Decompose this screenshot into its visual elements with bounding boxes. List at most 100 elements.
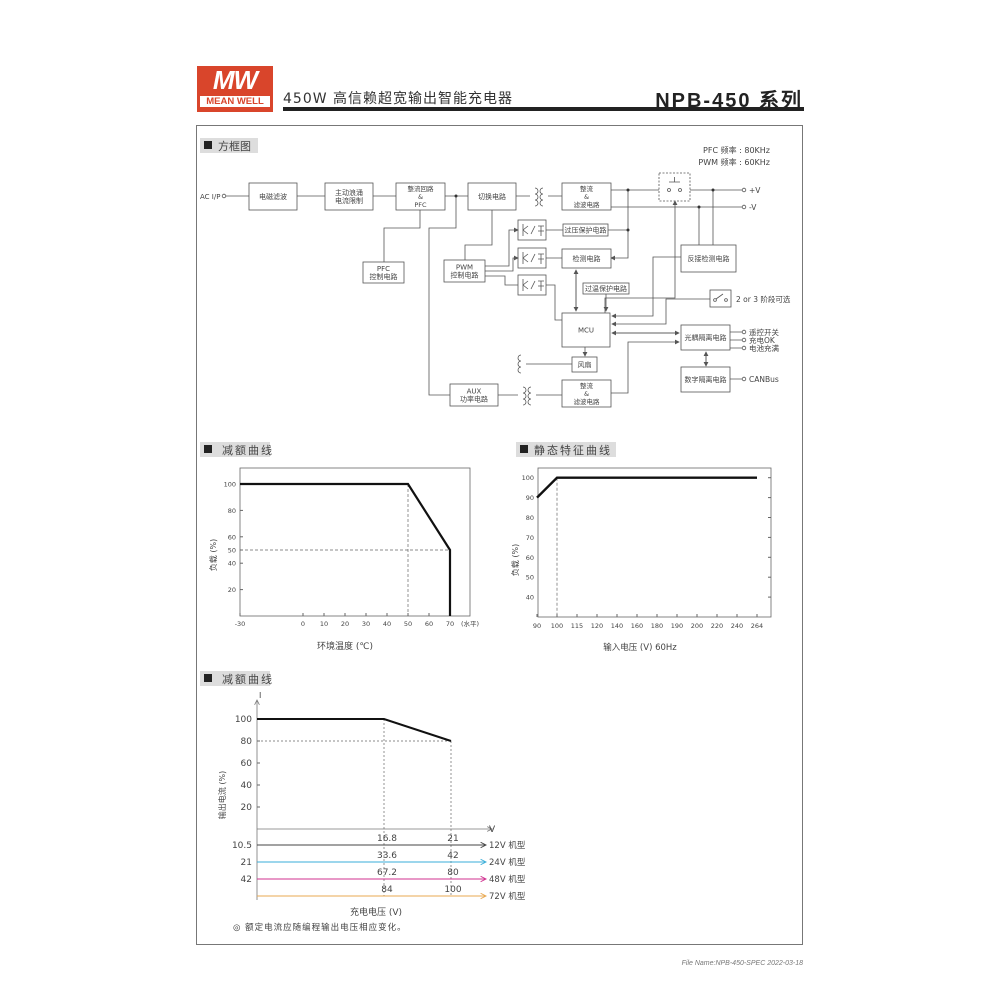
y-tick-label: 100 [224,481,236,489]
footnote: ◎ 额定电流应随编程输出电压相应变化。 [233,922,407,933]
product-subtitle: 450W 高信赖超宽输出智能充电器 [283,91,514,107]
header-divider [283,107,804,111]
svg-text:静态特征曲线: 静态特征曲线 [534,443,612,457]
y-tick-label: 60 [228,533,236,541]
pwm-frequency: PWM 频率 : 60KHz [698,157,770,167]
block-label: 控制电路 [370,272,398,281]
block-label: 控制电路 [451,271,479,280]
block-label: 反接检测电路 [688,254,730,263]
model-end-voltage: 100 [444,885,461,895]
section-header-derating-temp: 减额曲线 [200,442,274,457]
x-tick-label: 50 [404,620,412,628]
ac-input-label: AC I/P [200,193,220,201]
x-tick-label: 264 [751,622,763,630]
model-end-voltage: 80 [447,868,459,878]
y-axis-symbol: I [259,691,261,700]
block-rect-main: 整流&滤波电路 [561,182,612,211]
x-tick-label: 10 [320,620,328,628]
y-tick-label: 80 [526,514,534,522]
y-tick-label: 70 [526,534,534,542]
series-title: NPB-450 系列 [655,90,803,112]
x-tick-label: 120 [591,622,603,630]
x-tick-label: 20 [341,620,349,628]
x-tick-label: 220 [711,622,723,630]
block-label: MCU [578,327,594,335]
block-label: 滤波电路 [574,200,601,209]
model-end-voltage: 21 [447,834,458,844]
block-label: 过压保护电路 [565,226,607,235]
y-tick-label: 80 [228,507,236,515]
block-label: 整流回路 [408,184,435,193]
content-frame [196,125,803,945]
x-tick-label: 180 [651,622,663,630]
block-switching: 切换电路 [467,182,517,211]
x-tick-label: -30 [235,620,246,628]
model-end-voltage: 42 [447,851,458,861]
block-label: 切换电路 [478,192,506,201]
svg-text:减额曲线: 减额曲线 [222,443,274,457]
model-start-voltage: 10.5 [232,841,252,851]
block-label: 滤波电路 [574,397,601,406]
block-label: PFC [377,265,390,273]
x-tick-label: 140 [611,622,623,630]
y-axis-label: 负载 (%) [208,539,218,571]
block-diagram: PFC 频率 : 80KHz PWM 频率 : 60KHz AC I/P [200,145,791,408]
optocoupler-icon [517,274,547,296]
x-tick-label: 240 [731,622,743,630]
x-tick-label: 30 [362,620,370,628]
svg-text:减额曲线: 减额曲线 [222,672,274,686]
plot-area [239,467,471,617]
model-start-voltage: 21 [241,858,252,868]
block-label: 整流 [580,381,594,390]
stage-select-switch-icon [709,289,732,308]
x-axis-label: 环境温度 (℃) [317,640,373,652]
optocoupler-icon [517,247,547,269]
file-name-footer: File Name:NPB-450-SPEC 2022-03-18 [681,960,803,967]
x-axis-unit-note: (水平) [461,619,479,628]
block-label: 电流限制 [335,196,363,205]
block-label: AUX [467,388,482,396]
output-negative: -V [749,203,757,212]
y-axis-label: 输出电流 (%) [217,771,227,819]
block-label: 光耦隔离电路 [685,333,727,342]
section-header-block-diagram: 方框图 [200,138,258,153]
y-tick-label: 40 [241,781,253,791]
x-tick-label: 60 [425,620,433,628]
y-tick-label: 60 [241,759,253,769]
pfc-frequency: PFC 频率 : 80KHz [703,145,770,155]
x-tick-label: 0 [301,620,305,628]
block-label: 电磁滤波 [259,192,287,201]
x-tick-label: 100 [551,622,563,630]
y-tick-label: 90 [526,494,534,502]
y-tick-label: 80 [241,737,253,747]
block-label: 数字隔离电路 [685,375,727,384]
model-label: 24V 机型 [489,857,526,868]
y-axis-label: 负载 (%) [510,544,520,576]
x-tick-label: 190 [671,622,683,630]
x-tick-label: 200 [691,622,703,630]
x-tick-label: 160 [631,622,643,630]
output-remote-switch: 遥控开关 [749,327,779,337]
model-knee-voltage: 84 [381,885,393,895]
y-tick-label: 20 [241,803,253,813]
block-pfc: 整流回路&PFC [395,182,446,211]
block-emi: 电磁滤波 [248,182,298,211]
svg-text:方框图: 方框图 [218,139,251,153]
mean-well-logo: MW MEAN WELL [197,66,273,112]
x-axis-label: 输入电压 (V) 60Hz [603,642,677,653]
model-label: 48V 机型 [489,874,526,885]
x-tick-label: 115 [571,622,583,630]
block-label: & [418,193,423,201]
y-tick-label: 40 [526,594,534,602]
section-header-static-curve: 静态特征曲线 [516,442,616,457]
block-ovp: 过压保护电路 [562,223,609,237]
block-label: 整流 [580,184,594,193]
block-label: 主动浪涌 [335,188,363,197]
output-battery-full: 电池充满 [749,343,779,353]
y-tick-label: 100 [522,474,534,482]
